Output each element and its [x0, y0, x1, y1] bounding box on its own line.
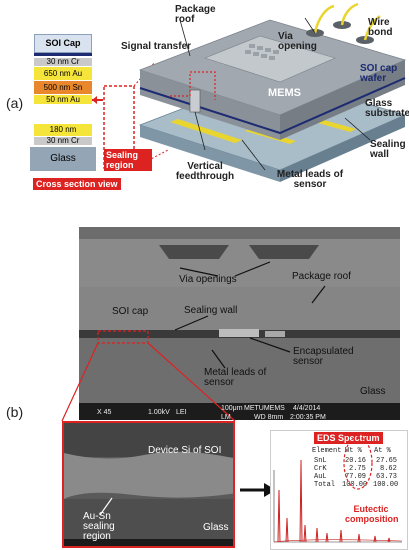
layer-au-650: 650 nm Au	[34, 67, 92, 80]
eds-row-element: SnL	[314, 457, 327, 465]
layer-glass: Glass	[30, 147, 96, 171]
sem-image	[79, 227, 400, 420]
eds-row-element: AuL	[314, 473, 327, 481]
layer-soi-cap-base	[34, 53, 92, 56]
eds-spectrum	[273, 436, 403, 543]
label-package-roof: Package roof	[175, 4, 216, 25]
eds-row-wt: 2.75	[349, 465, 366, 473]
sem-label-package-roof: Package roof	[292, 271, 351, 282]
sem-zoom-texture	[64, 423, 233, 546]
sem-info-company: METUMEMS	[244, 405, 285, 412]
eds-row-at: 27.65	[376, 457, 398, 465]
mems-package-3d	[138, 2, 407, 182]
label-signal-transfer: Signal transfer	[121, 41, 192, 52]
layer-cr-top: 30 nm Cr	[34, 58, 92, 66]
sem-info-scale: 100μm	[221, 405, 243, 412]
sem-info-mode: LM	[221, 414, 231, 421]
sem-info-date: 4/4/2014	[293, 405, 321, 412]
sealing-region-label: Sealing region	[104, 149, 152, 171]
eds-row-at: 100.00	[373, 481, 399, 489]
eds-header-at: At %	[374, 447, 391, 455]
eds-header-element: Element	[312, 447, 342, 455]
sem-zoom-image	[62, 421, 235, 548]
eds-panel	[270, 430, 408, 550]
label-metal-leads: Metal leads of sensor	[276, 169, 344, 190]
label-mems: MEMS	[268, 87, 301, 99]
layer-au-180: 180 nm	[34, 124, 92, 136]
label-sealing-wall: Sealing wall	[370, 139, 406, 160]
panel-a-label: (a)	[6, 95, 24, 111]
sem-info-detector: LEI	[176, 409, 187, 416]
sem-label-sealing-wall: Sealing wall	[184, 305, 238, 316]
zoom-label-au-sn: Au-Sn sealing region	[83, 511, 115, 542]
eds-header-wt: Wt %	[345, 447, 362, 455]
eds-title: EDS Spectrum	[314, 432, 383, 444]
sem-info-voltage: 1.00kV	[148, 409, 170, 416]
sem-label-soi-cap: SOI cap	[112, 306, 149, 317]
label-vertical-feedthrough: Vertical feedthrough	[175, 161, 235, 182]
eds-row-wt: 77.09	[345, 473, 367, 481]
sem-info-mag: X 45	[97, 409, 112, 416]
panel-b-label: (b)	[6, 404, 24, 420]
layer-au-50: 50 nm Au	[34, 95, 92, 104]
sem-info-wd: WD 8mm	[254, 414, 284, 421]
eds-row-element: Total	[314, 481, 336, 489]
eds-row-at: 63.73	[376, 473, 398, 481]
label-soi-cap-wafer: SOI cap wafer	[360, 63, 398, 84]
sem-label-via-openings: Via openings	[179, 274, 237, 285]
sem-label-metal-leads: Metal leads of sensor	[204, 367, 267, 388]
zoom-label-glass: Glass	[203, 522, 229, 533]
eds-row-wt: 100.00	[342, 481, 368, 489]
sem-label-encapsulated-sensor: Encapsulated sensor	[293, 346, 354, 367]
label-wire-bond: Wire bond	[368, 17, 393, 38]
eds-row-wt: 20.16	[345, 457, 367, 465]
layer-cr-bottom: 30 nm Cr	[34, 137, 92, 145]
label-glass-substrate: Glass substrate	[365, 98, 409, 119]
layer-soi-cap: SOI Cap	[34, 34, 92, 53]
label-via-opening: Via opening	[278, 31, 317, 52]
sem-texture	[79, 227, 400, 420]
cross-section-label: Cross section view	[33, 178, 121, 190]
zoom-label-device-si: Device Si of SOI	[148, 445, 222, 456]
sem-arrows	[61, 261, 326, 422]
eds-row-element: CrK	[314, 465, 327, 473]
eds-caption: Eutectic composition	[345, 504, 399, 524]
sem-info-time: 2:00:35 PM	[290, 414, 326, 421]
layer-sn-500: 500 nm Sn	[34, 81, 92, 94]
eds-row-at: 8.62	[380, 465, 397, 473]
sem-label-glass: Glass	[360, 386, 386, 397]
